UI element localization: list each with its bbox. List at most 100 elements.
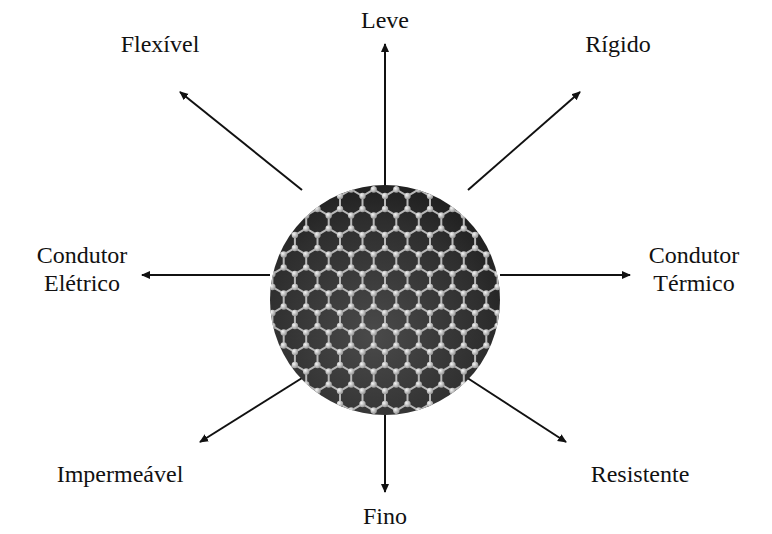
graphene-disc xyxy=(270,185,500,415)
carbon-atom xyxy=(449,323,455,329)
carbon-atom xyxy=(506,368,512,374)
carbon-atom xyxy=(359,284,365,290)
carbon-atom xyxy=(517,232,523,238)
carbon-atom xyxy=(393,251,399,257)
carbon-atom xyxy=(292,401,298,407)
carbon-atom xyxy=(427,323,433,329)
carbon-atom xyxy=(314,310,320,316)
carbon-atom xyxy=(517,388,523,394)
carbon-atom xyxy=(348,407,354,413)
carbon-atom xyxy=(382,193,388,199)
carbon-atom xyxy=(506,290,512,296)
carbon-atom xyxy=(258,225,264,231)
carbon-atom xyxy=(494,193,500,199)
carbon-atom xyxy=(438,407,444,413)
carbon-atom xyxy=(292,245,298,251)
carbon-atom xyxy=(371,303,377,309)
carbon-atom xyxy=(404,232,410,238)
carbon-atom xyxy=(506,212,512,218)
carbon-atom xyxy=(303,368,309,374)
carbon-atom xyxy=(303,381,309,387)
carbon-atom xyxy=(449,232,455,238)
carbon-atom xyxy=(483,225,489,231)
carbon-atom xyxy=(326,303,332,309)
carbon-atom xyxy=(472,310,478,316)
arrows xyxy=(142,44,630,492)
carbon-atom xyxy=(326,251,332,257)
carbon-atom xyxy=(461,186,467,192)
carbon-atom xyxy=(359,232,365,238)
arrow xyxy=(384,415,386,492)
carbon-atom xyxy=(449,310,455,316)
carbon-atom xyxy=(494,232,500,238)
arrow xyxy=(500,274,630,276)
carbon-atom xyxy=(269,349,275,355)
property-label: Condutor Elétrico xyxy=(26,241,138,297)
carbon-atom xyxy=(359,310,365,316)
carbon-atom xyxy=(382,232,388,238)
carbon-atom xyxy=(371,251,377,257)
carbon-atom xyxy=(483,212,489,218)
carbon-atom xyxy=(326,264,332,270)
carbon-atom xyxy=(359,206,365,212)
carbon-atom xyxy=(348,173,354,179)
carbon-atom xyxy=(337,388,343,394)
carbon-atom xyxy=(314,193,320,199)
carbon-atom xyxy=(483,407,489,413)
carbon-atom xyxy=(438,329,444,335)
carbon-atom xyxy=(281,329,287,335)
property-label: Leve xyxy=(361,6,409,34)
property-label: Rígido xyxy=(585,30,650,58)
carbon-atom xyxy=(337,323,343,329)
carbon-atom xyxy=(348,264,354,270)
property-label: Resistente xyxy=(591,460,690,488)
carbon-atom xyxy=(461,264,467,270)
property-label: Condutor Térmico xyxy=(638,241,750,297)
carbon-atom xyxy=(494,310,500,316)
carbon-atom xyxy=(337,362,343,368)
carbon-atom xyxy=(337,232,343,238)
carbon-atom xyxy=(382,362,388,368)
carbon-atom xyxy=(517,349,523,355)
carbon-atom xyxy=(326,290,332,296)
carbon-atom xyxy=(393,329,399,335)
carbon-atom xyxy=(427,401,433,407)
carbon-atom xyxy=(517,310,523,316)
carbon-atom xyxy=(449,401,455,407)
carbon-atom xyxy=(359,349,365,355)
carbon-atom xyxy=(494,271,500,277)
carbon-atom xyxy=(404,349,410,355)
carbon-atom xyxy=(461,368,467,374)
carbon-atom xyxy=(472,388,478,394)
carbon-atom xyxy=(438,225,444,231)
carbon-atom xyxy=(461,381,467,387)
carbon-atom xyxy=(326,212,332,218)
carbon-atom xyxy=(404,284,410,290)
carbon-atom xyxy=(461,290,467,296)
carbon-atom xyxy=(292,388,298,394)
carbon-atom xyxy=(314,271,320,277)
carbon-atom xyxy=(258,303,264,309)
carbon-atom xyxy=(404,193,410,199)
carbon-atom xyxy=(416,225,422,231)
carbon-atom xyxy=(404,362,410,368)
carbon-atom xyxy=(483,264,489,270)
carbon-atom xyxy=(472,193,478,199)
carbon-atom xyxy=(326,381,332,387)
carbon-atom xyxy=(494,401,500,407)
carbon-atom xyxy=(326,329,332,335)
carbon-atom xyxy=(269,401,275,407)
carbon-atom xyxy=(483,303,489,309)
carbon-atom xyxy=(371,368,377,374)
carbon-atom xyxy=(461,225,467,231)
arrow xyxy=(200,368,318,442)
carbon-atom xyxy=(506,186,512,192)
carbon-atom xyxy=(348,368,354,374)
carbon-atom xyxy=(281,368,287,374)
carbon-atom xyxy=(269,362,275,368)
carbon-atom xyxy=(303,212,309,218)
carbon-atom xyxy=(303,303,309,309)
carbon-atom xyxy=(281,251,287,257)
arrow xyxy=(468,92,580,190)
carbon-atom xyxy=(371,290,377,296)
